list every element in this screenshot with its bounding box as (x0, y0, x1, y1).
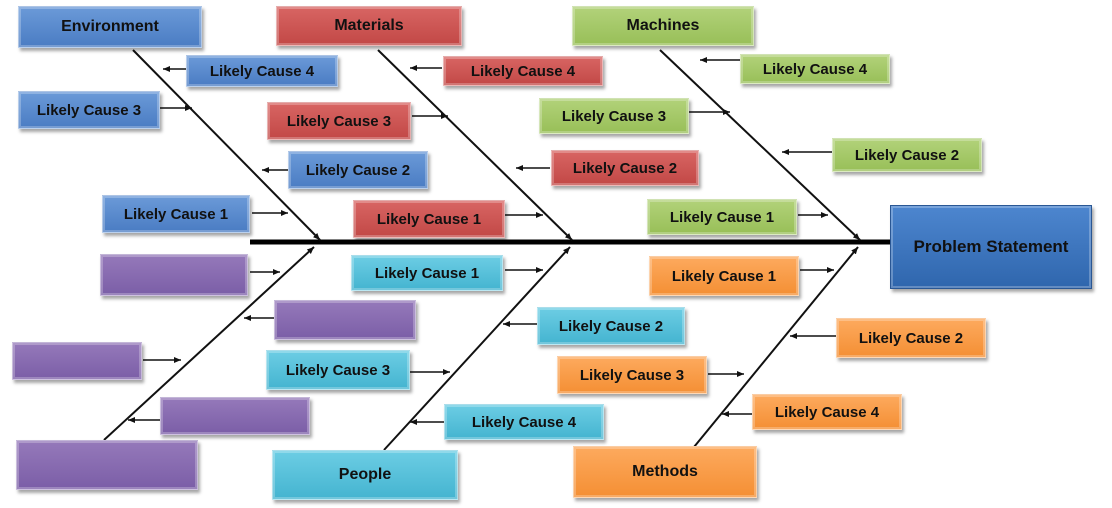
environment-cause-2[interactable]: Likely Cause 2 (288, 151, 428, 189)
category-materials[interactable]: Materials (276, 6, 462, 46)
category-unlabeled[interactable] (16, 440, 198, 490)
materials-cause-2-label: Likely Cause 2 (572, 159, 678, 177)
materials-cause-4-label: Likely Cause 4 (470, 62, 576, 80)
methods-cause-4[interactable]: Likely Cause 4 (752, 394, 902, 430)
machines-cause-4[interactable]: Likely Cause 4 (740, 54, 890, 84)
machines-cause-2-label: Likely Cause 2 (854, 146, 960, 164)
bone-methods (693, 246, 859, 448)
bone-environment (132, 49, 321, 241)
category-environment-label: Environment (61, 18, 159, 35)
methods-cause-1-label: Likely Cause 1 (671, 267, 777, 285)
problem-statement-box[interactable]: Problem Statement (890, 205, 1092, 289)
category-methods-label: Methods (632, 463, 698, 480)
people-cause-4-label: Likely Cause 4 (471, 413, 577, 431)
environment-cause-3[interactable]: Likely Cause 3 (18, 91, 160, 129)
environment-cause-2-label: Likely Cause 2 (305, 161, 411, 179)
people-cause-2-label: Likely Cause 2 (558, 317, 664, 335)
bone-unlabeled (103, 246, 315, 441)
category-materials-label: Materials (334, 17, 404, 34)
machines-cause-2[interactable]: Likely Cause 2 (832, 138, 982, 172)
people-cause-1[interactable]: Likely Cause 1 (351, 255, 503, 291)
environment-cause-4-label: Likely Cause 4 (209, 62, 315, 80)
materials-cause-3-label: Likely Cause 3 (286, 112, 392, 130)
people-cause-3-label: Likely Cause 3 (285, 361, 391, 379)
methods-cause-3[interactable]: Likely Cause 3 (557, 356, 707, 394)
machines-cause-1-label: Likely Cause 1 (669, 208, 775, 226)
unlabeled-cause-2[interactable] (274, 300, 416, 340)
category-environment[interactable]: Environment (18, 6, 202, 48)
methods-cause-2-label: Likely Cause 2 (858, 329, 964, 347)
category-methods[interactable]: Methods (573, 446, 757, 498)
methods-cause-3-label: Likely Cause 3 (579, 366, 685, 384)
environment-cause-1[interactable]: Likely Cause 1 (102, 195, 250, 233)
materials-cause-1-label: Likely Cause 1 (376, 210, 482, 228)
environment-cause-3-label: Likely Cause 3 (36, 101, 142, 119)
category-machines[interactable]: Machines (572, 6, 754, 46)
materials-cause-1[interactable]: Likely Cause 1 (353, 200, 505, 238)
machines-cause-1[interactable]: Likely Cause 1 (647, 199, 797, 235)
environment-cause-4[interactable]: Likely Cause 4 (186, 55, 338, 87)
unlabeled-cause-1[interactable] (100, 254, 248, 296)
problem-statement-label: Problem Statement (913, 237, 1069, 256)
methods-cause-2[interactable]: Likely Cause 2 (836, 318, 986, 358)
machines-cause-3[interactable]: Likely Cause 3 (539, 98, 689, 134)
people-cause-1-label: Likely Cause 1 (374, 264, 480, 282)
unlabeled-cause-4[interactable] (160, 397, 310, 435)
materials-cause-2[interactable]: Likely Cause 2 (551, 150, 699, 186)
methods-cause-4-label: Likely Cause 4 (774, 403, 880, 421)
machines-cause-3-label: Likely Cause 3 (561, 107, 667, 125)
machines-cause-4-label: Likely Cause 4 (762, 60, 868, 78)
environment-cause-1-label: Likely Cause 1 (123, 205, 229, 223)
category-people[interactable]: People (272, 450, 458, 500)
bone-people (383, 246, 571, 451)
people-cause-4[interactable]: Likely Cause 4 (444, 404, 604, 440)
bone-machines (659, 49, 861, 241)
people-cause-2[interactable]: Likely Cause 2 (537, 307, 685, 345)
people-cause-3[interactable]: Likely Cause 3 (266, 350, 410, 390)
materials-cause-4[interactable]: Likely Cause 4 (443, 56, 603, 86)
category-people-label: People (338, 466, 392, 483)
methods-cause-1[interactable]: Likely Cause 1 (649, 256, 799, 296)
bone-materials (377, 49, 573, 241)
materials-cause-3[interactable]: Likely Cause 3 (267, 102, 411, 140)
unlabeled-cause-3[interactable] (12, 342, 142, 380)
category-machines-label: Machines (626, 17, 700, 34)
